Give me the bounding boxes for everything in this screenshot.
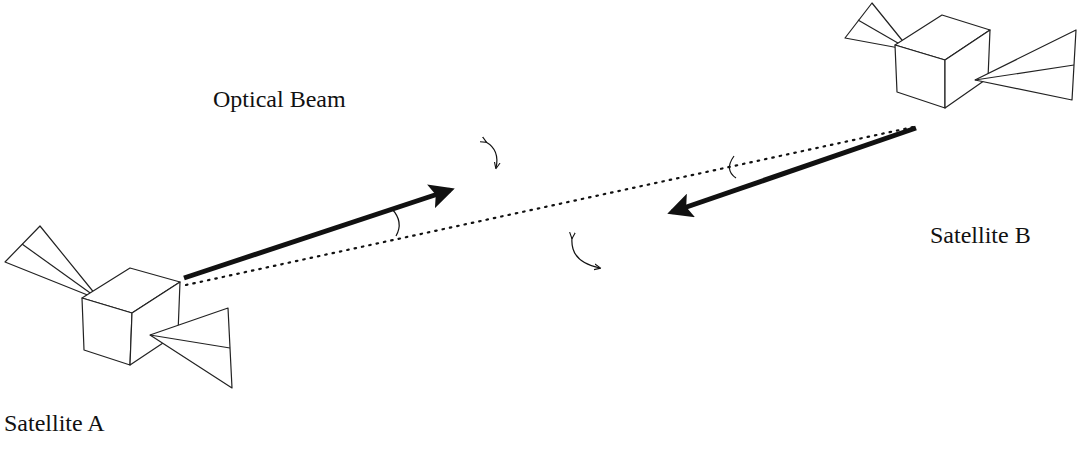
satellite-b: [845, 3, 1076, 108]
panel-mount: [150, 335, 230, 348]
solar-panel: [5, 226, 100, 300]
angle-arc: [729, 156, 736, 178]
optical-beam-arrow: [184, 190, 450, 278]
cube-right: [130, 282, 180, 365]
panel-mount: [975, 65, 1074, 80]
cube-left: [895, 45, 945, 108]
angle-arc: [392, 209, 399, 236]
rotation-arrow: [486, 142, 497, 168]
label: Satellite B: [930, 222, 1031, 248]
panel-mount: [22, 244, 100, 300]
rotation-arrow: [572, 238, 600, 268]
cube-left: [82, 298, 132, 365]
label: Optical Beam: [213, 86, 346, 112]
label: Satellite A: [4, 410, 105, 436]
cube-right: [945, 30, 990, 108]
solar-panel: [975, 30, 1076, 100]
line-of-sight: [186, 126, 918, 285]
satellite-a: [5, 226, 232, 388]
optical-beam-arrow: [672, 128, 916, 212]
solar-panel: [150, 308, 232, 388]
